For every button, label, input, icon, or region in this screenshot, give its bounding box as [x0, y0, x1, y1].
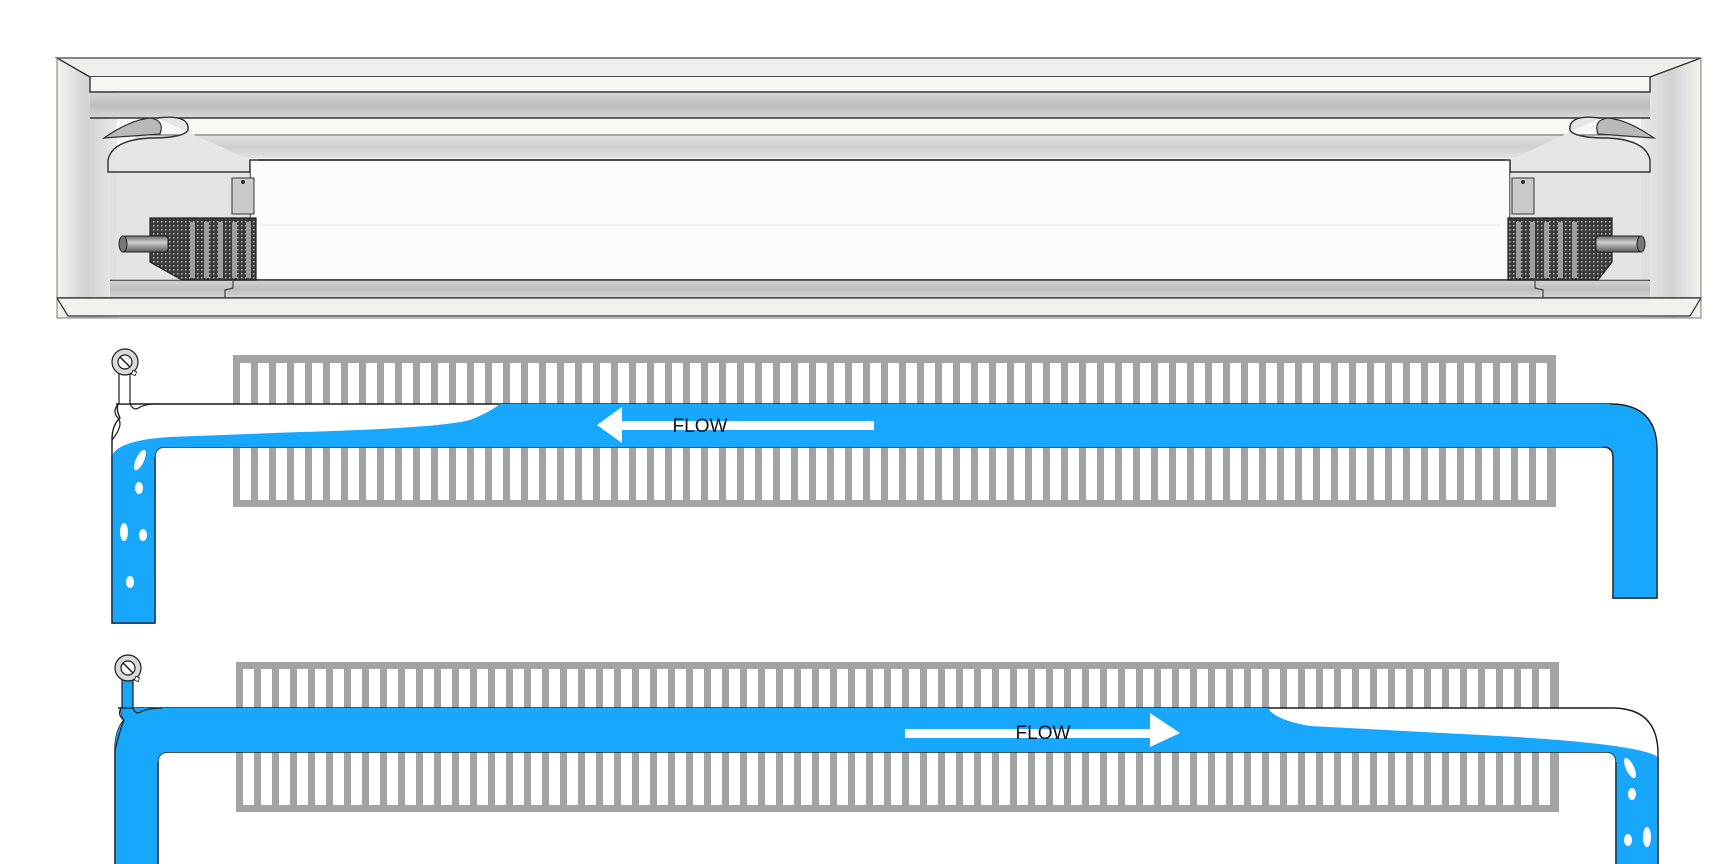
damper-lip-left — [107, 116, 251, 173]
air-bubbles-1 — [120, 449, 147, 588]
pipe-stub-left — [121, 235, 169, 253]
baseboard-illustration — [54, 57, 1703, 319]
bottom-rail — [55, 297, 1703, 317]
flow-arrow-left-icon — [597, 407, 874, 443]
finned-element-right — [1507, 217, 1646, 281]
bleed-valve-1 — [111, 348, 161, 441]
front-cover-panel — [249, 159, 1511, 281]
water-fill-1 — [112, 404, 1657, 623]
top-cap — [54, 57, 1702, 78]
flow-label-2: FLOW — [1016, 723, 1071, 744]
air-bubbles-2 — [1624, 757, 1651, 847]
section-1-pipe-diagram: FLOW — [111, 348, 1658, 624]
damper-lip-right — [1509, 116, 1651, 173]
flow-label-1: FLOW — [673, 416, 728, 437]
fin-array-1 — [233, 355, 1556, 507]
section-2-pipe-diagram: FLOW — [114, 654, 1659, 864]
bleed-valve-2 — [114, 654, 163, 751]
flow-arrow-right-icon — [905, 713, 1180, 747]
water-fill-2 — [115, 708, 1658, 864]
fin-array-2 — [236, 662, 1559, 812]
finned-element-left — [118, 217, 257, 281]
pipe-stub-right — [1595, 235, 1643, 253]
